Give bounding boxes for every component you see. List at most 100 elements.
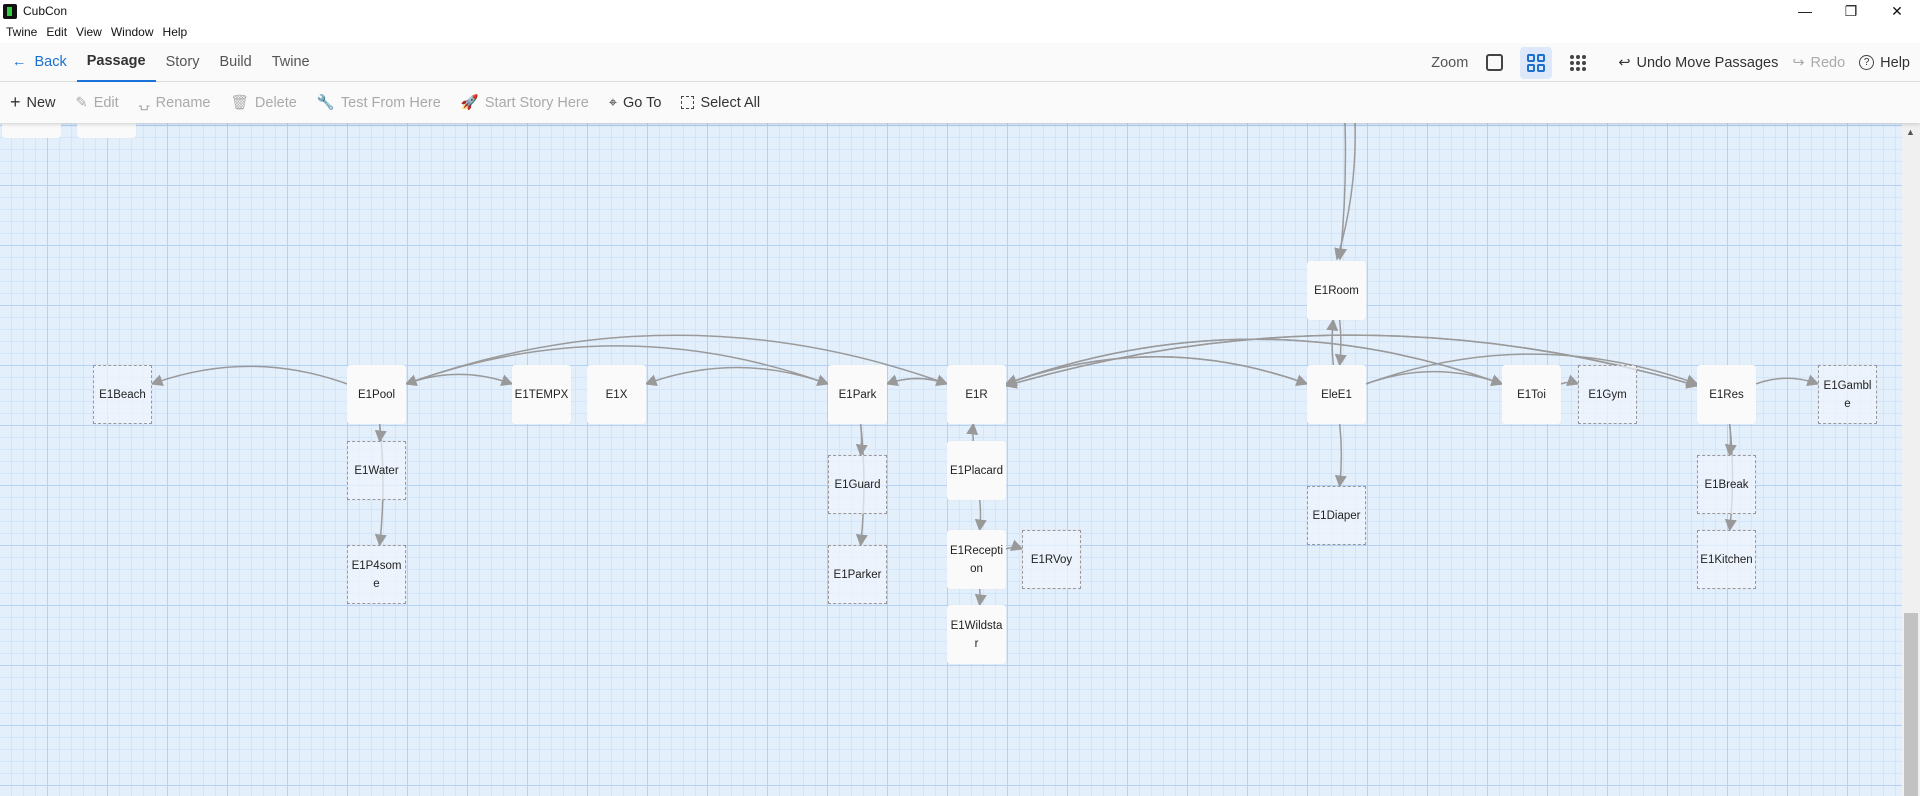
test-label: Test From Here bbox=[340, 94, 441, 111]
link-arrow bbox=[1334, 423, 1347, 488]
tab-story[interactable]: Story bbox=[165, 54, 200, 70]
link-arrow bbox=[885, 374, 948, 386]
help-button[interactable]: ?Help bbox=[1859, 55, 1910, 71]
passage-card[interactable]: E1RVoy bbox=[1022, 530, 1081, 589]
top-toolbar: ← Back Passage Story Build Twine Zoom ↩ Un… bbox=[0, 43, 1920, 82]
window-title: CubCon bbox=[23, 4, 68, 18]
passage-card[interactable]: E1Water bbox=[347, 441, 406, 500]
passage-card[interactable]: E1Reception bbox=[947, 530, 1006, 589]
link-arrow bbox=[644, 366, 829, 386]
zoom-60-button[interactable] bbox=[1520, 46, 1553, 79]
link-arrow bbox=[1005, 539, 1024, 551]
passage-card[interactable]: E1Beach bbox=[93, 365, 152, 424]
edit-label: Edit bbox=[93, 94, 119, 111]
passage-card[interactable]: TAlex bbox=[77, 123, 136, 138]
passage-card[interactable]: E1Wildstar bbox=[947, 605, 1006, 664]
redo-button[interactable]: ↪Redo bbox=[1792, 55, 1845, 71]
passage-links bbox=[150, 123, 1820, 607]
passage-card[interactable]: E1Guard bbox=[828, 455, 887, 514]
menu-help[interactable]: Help bbox=[162, 25, 188, 39]
wrench-icon: 🔧 bbox=[316, 95, 335, 111]
story-map-canvas[interactable]: Wildstar TAlexE1Beach E1Pool E1TEMPX E1X E1Pa… bbox=[0, 123, 1902, 796]
passage-card[interactable]: E1Diaper bbox=[1307, 486, 1366, 545]
zoom-100-button[interactable] bbox=[1478, 47, 1510, 79]
select-all-button[interactable]: Select All bbox=[681, 95, 760, 111]
delete-label: Delete bbox=[254, 94, 297, 111]
trash-icon: 🗑 bbox=[230, 95, 249, 111]
minimize-button[interactable]: — bbox=[1798, 3, 1812, 19]
grid-2x2-icon bbox=[1527, 53, 1546, 72]
arrow-left-icon: ← bbox=[12, 54, 27, 70]
menu-view[interactable]: View bbox=[76, 25, 102, 39]
close-button[interactable]: ✕ bbox=[1891, 2, 1903, 19]
menu-edit[interactable]: Edit bbox=[46, 25, 68, 39]
link-arrow bbox=[1005, 334, 1699, 389]
target-icon: ⌖ bbox=[608, 94, 617, 111]
new-label: New bbox=[26, 94, 56, 111]
back-label: Back bbox=[34, 54, 67, 70]
tab-passage[interactable]: Passage bbox=[76, 43, 156, 82]
vertical-scrollbar[interactable]: ▲ bbox=[1902, 123, 1920, 796]
passage-card[interactable]: E1Res bbox=[1697, 365, 1756, 424]
grid-3x3-icon bbox=[1570, 54, 1587, 71]
restore-button[interactable]: ❐ bbox=[1844, 2, 1858, 19]
passage-card[interactable]: E1R bbox=[947, 365, 1006, 424]
rename-button[interactable]: ⍽Rename bbox=[139, 95, 211, 111]
link-arrow bbox=[1560, 374, 1580, 386]
link-arrow bbox=[404, 334, 948, 386]
square-icon bbox=[1485, 54, 1503, 71]
help-icon: ? bbox=[1859, 55, 1875, 70]
goto-label: Go To bbox=[623, 94, 662, 111]
passage-card[interactable]: E1Pool bbox=[347, 365, 406, 424]
plus-icon: + bbox=[10, 92, 21, 112]
passage-card[interactable]: E1Gamble bbox=[1818, 365, 1877, 424]
select-all-label: Select All bbox=[700, 94, 761, 111]
rename-label: Rename bbox=[155, 94, 211, 111]
link-arrow bbox=[1334, 319, 1347, 367]
passage-card[interactable]: Wildstar bbox=[2, 123, 61, 138]
passage-card[interactable]: E1TEMPX bbox=[512, 365, 571, 424]
passage-card[interactable]: EleE1 bbox=[1307, 365, 1366, 424]
zoom-label: Zoom bbox=[1431, 54, 1469, 71]
link-arrow bbox=[1365, 353, 1699, 386]
app-icon bbox=[3, 3, 17, 19]
test-from-here-button[interactable]: 🔧 Test From Here bbox=[316, 94, 441, 112]
undo-button[interactable]: ↩ Undo Move Passages bbox=[1618, 55, 1778, 71]
go-to-button[interactable]: ⌖ Go To bbox=[609, 95, 662, 111]
link-arrow bbox=[974, 499, 987, 532]
edit-button[interactable]: ✎ Edit bbox=[76, 95, 119, 111]
passage-card[interactable]: E1Parker bbox=[828, 545, 887, 604]
tab-twine[interactable]: Twine bbox=[271, 54, 310, 70]
menu-twine[interactable]: Twine bbox=[6, 25, 38, 39]
scrollbar-thumb[interactable] bbox=[1904, 613, 1918, 796]
redo-icon: ↪ bbox=[1792, 54, 1805, 71]
title-bar: CubCon — ❐ ✕ bbox=[0, 0, 1920, 22]
passage-card[interactable]: E1Gym bbox=[1578, 365, 1637, 424]
undo-label: Undo Move Passages bbox=[1636, 54, 1779, 71]
link-arrow bbox=[1005, 356, 1309, 386]
passage-card[interactable]: E1Park bbox=[828, 365, 887, 424]
passage-card[interactable]: E1Kitchen bbox=[1697, 530, 1756, 589]
start-story-here-button[interactable]: 🚀Start Story Here bbox=[460, 94, 589, 112]
passage-card[interactable]: E1P4some bbox=[347, 545, 406, 604]
select-all-icon bbox=[681, 96, 695, 109]
passage-actions: + New ✎ Edit ⍽Rename 🗑 Delete 🔧 Test From He… bbox=[0, 82, 1920, 123]
passage-card[interactable]: E1Break bbox=[1697, 455, 1756, 514]
back-button[interactable]: ← Back bbox=[0, 43, 77, 82]
passage-card[interactable]: E1Room bbox=[1307, 261, 1366, 320]
link-arrow bbox=[1334, 123, 1356, 261]
scroll-up-icon[interactable]: ▲ bbox=[1906, 127, 1915, 137]
menu-bar: Twine Edit View Window Help bbox=[0, 22, 1920, 42]
menu-window[interactable]: Window bbox=[110, 25, 154, 39]
undo-icon: ↩ bbox=[1618, 54, 1631, 71]
delete-button[interactable]: 🗑 Delete bbox=[230, 94, 297, 112]
zoom-30-button[interactable] bbox=[1562, 47, 1594, 79]
pencil-icon: ✎ bbox=[75, 94, 88, 111]
tab-build[interactable]: Build bbox=[219, 54, 252, 70]
new-button[interactable]: + New bbox=[10, 92, 56, 113]
passage-card[interactable]: E1Toi bbox=[1502, 365, 1561, 424]
passage-card[interactable]: E1X bbox=[587, 365, 646, 424]
passage-card[interactable]: E1Placard bbox=[947, 441, 1006, 500]
link-arrow bbox=[1326, 318, 1339, 366]
rocket-icon: 🚀 bbox=[460, 95, 479, 111]
